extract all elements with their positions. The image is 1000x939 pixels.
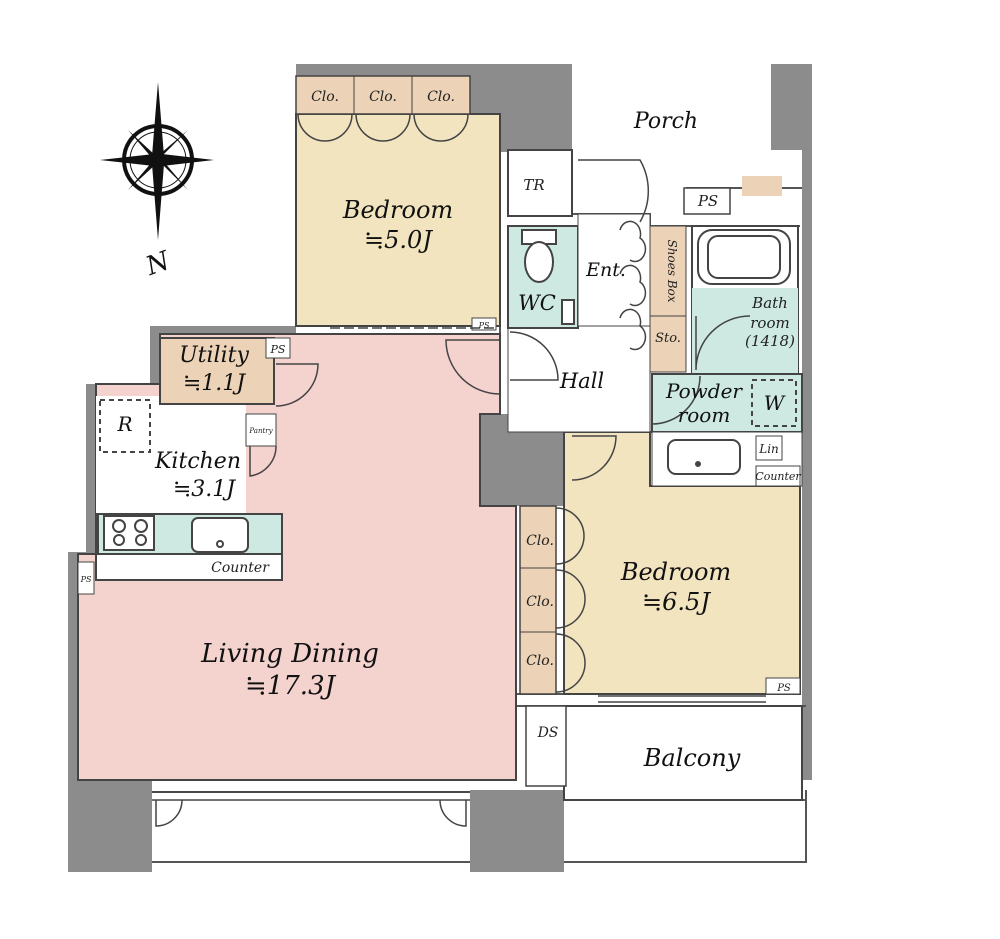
bath-area — [692, 288, 798, 374]
kitchen-size: ≒3.1J — [173, 477, 236, 502]
bedroom-2-size: ≒6.5J — [642, 588, 711, 616]
bath-line2: room — [750, 314, 789, 332]
powder-room-area — [651, 373, 803, 433]
tr-label: TR — [523, 176, 544, 194]
kitchen-counter-label: Counter — [211, 560, 270, 576]
ps-label: PS — [270, 343, 286, 356]
utility-name: Utility — [179, 343, 249, 368]
room-fills — [77, 75, 803, 801]
balcony-area — [563, 705, 803, 801]
utility-size: ≒1.1J — [183, 371, 246, 396]
pantry-label: Pantry — [248, 427, 273, 435]
bedroom-2-name: Bedroom — [620, 558, 731, 586]
ps-label: PS — [697, 192, 718, 210]
ds-label: DS — [537, 725, 559, 741]
ps-label: PS — [80, 575, 92, 584]
porch-label: Porch — [633, 109, 698, 134]
lin-label: Lin — [758, 442, 779, 456]
bath-line3: (1418) — [745, 332, 795, 350]
kitchen-area — [96, 396, 246, 514]
closet-label: Clo. — [526, 594, 554, 610]
fixtures — [97, 229, 797, 555]
ent-label: Ent. — [585, 259, 626, 281]
small-labels: Clo. Clo. Clo. Clo. Clo. Clo. TR PS PS P… — [80, 89, 802, 741]
closet-label: Clo. — [427, 89, 455, 105]
labels: Bedroom ≒5.0J Bedroom ≒6.5J Living Dinin… — [154, 109, 795, 772]
ps-label: PS — [776, 683, 791, 694]
shoes-box — [649, 225, 687, 317]
kitchen-name: Kitchen — [154, 449, 241, 474]
bedroom-1-area — [295, 113, 501, 327]
balcony-label: Balcony — [643, 744, 741, 772]
counter-label: Counter — [755, 470, 801, 483]
closet-label: Clo. — [526, 653, 554, 669]
washer-label: W — [764, 391, 786, 415]
powder-room-line2: room — [678, 403, 731, 427]
sto-label: Sto. — [655, 331, 681, 346]
bedroom-1-name: Bedroom — [342, 196, 453, 224]
bedroom-1-size: ≒5.0J — [364, 226, 433, 254]
ps-label: PS — [478, 321, 490, 330]
powder-room-line1: Powder — [665, 379, 743, 403]
closet-label: Clo. — [311, 89, 339, 105]
living-dining-size: ≒17.3J — [245, 671, 337, 701]
refrigerator-label: R — [116, 412, 132, 436]
compass-icon — [100, 82, 214, 240]
storage-sto — [649, 315, 687, 373]
living-dining-name: Living Dining — [200, 639, 379, 669]
shoes-box-label: Shoes Box — [665, 239, 679, 302]
hall-label: Hall — [559, 369, 604, 393]
north-label: N — [141, 246, 175, 283]
doors — [152, 113, 766, 827]
utility-area — [159, 337, 275, 405]
bath-line1: Bath — [751, 294, 788, 312]
wc-label: WC — [518, 291, 556, 315]
hall-area — [507, 325, 651, 433]
closet-label: Clo. — [369, 89, 397, 105]
closet-label: Clo. — [526, 533, 554, 549]
